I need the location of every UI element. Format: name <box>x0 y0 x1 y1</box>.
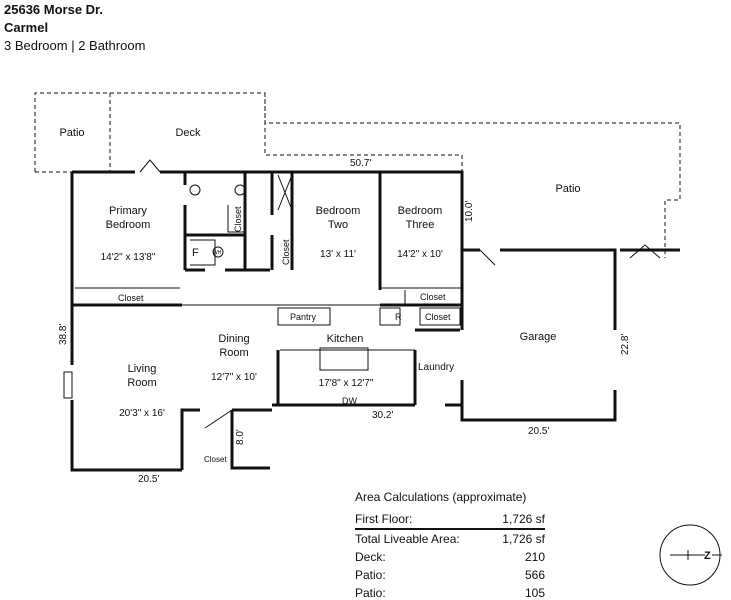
primary-bedroom-dims: 14'2" x 13'8" <box>101 252 156 263</box>
bedroom-two-dims: 13' x 11' <box>320 249 356 260</box>
area-row-label: Patio: <box>355 586 386 600</box>
dining-room-dims: 12'7" x 10' <box>211 372 257 383</box>
deck-label: Deck <box>175 127 201 139</box>
living-room-label: Room <box>127 377 156 389</box>
bedroom-three-dims: 14'2" x 10' <box>397 249 443 260</box>
area-row-label: First Floor: <box>355 512 413 526</box>
area-title: Area Calculations (approximate) <box>355 490 527 504</box>
area-row-value: 566 <box>524 568 545 582</box>
address: 25636 Morse Dr. <box>4 2 104 17</box>
living-room-label: Living <box>128 363 157 375</box>
bedroom-two-label: Bedroom <box>316 205 361 217</box>
patio-label: Patio <box>59 127 84 139</box>
garage-label: Garage <box>520 331 557 343</box>
primary-bedroom-label: Bedroom <box>106 219 151 231</box>
svg-text:Z: Z <box>704 550 711 562</box>
area-row-label: Patio: <box>355 568 386 582</box>
dishwasher-label: DW <box>342 396 357 406</box>
dining-room-label: Room <box>219 347 248 359</box>
area-row-value: 105 <box>524 586 545 600</box>
furnace-label: F <box>192 247 199 259</box>
patio-label: Patio <box>555 183 580 195</box>
summary: 3 Bedroom | 2 Bathroom <box>4 38 146 53</box>
outdoor-areas <box>34 92 681 258</box>
area-row-value: 210 <box>524 550 545 564</box>
area-row-label: Total Liveable Area: <box>355 532 460 546</box>
area-row-value: 1,726 sf <box>502 532 545 546</box>
area-row: First Floor: 1,726 sf <box>355 510 545 530</box>
refrigerator-label: R <box>395 312 402 322</box>
dimension-label: 20.5' <box>138 474 159 485</box>
closet-label: Closet <box>420 292 446 302</box>
bedroom-three-label: Three <box>406 219 435 231</box>
area-row: Deck: 210 <box>355 548 545 566</box>
dimension-label: 22.8' <box>620 334 631 355</box>
laundry-label: Laundry <box>418 362 454 373</box>
closet-label: Closet <box>281 239 291 265</box>
dimensions: 50.7' 10.0' 38.8' 22.8' 30.2' 20.5' 20.5… <box>58 158 631 485</box>
kitchen-dims: 17'8" x 12'7" <box>319 378 374 389</box>
dining-room-label: Dining <box>218 333 249 345</box>
dimension-label: 38.8' <box>58 324 69 345</box>
area-row: Patio: 566 <box>355 566 545 584</box>
closet-label: Closet <box>118 293 144 303</box>
city: Carmel <box>4 20 49 35</box>
primary-bedroom-label: Primary <box>109 205 147 217</box>
kitchen-label: Kitchen <box>327 333 364 345</box>
water-heater-label: WH <box>213 250 222 256</box>
bedroom-two-label: Two <box>328 219 348 231</box>
bedroom-three-label: Bedroom <box>398 205 443 217</box>
dimension-label: 20.5' <box>528 426 549 437</box>
area-row-label: Deck: <box>355 550 386 564</box>
living-room-dims: 20'3" x 16' <box>119 408 165 419</box>
closet-label: Closet <box>233 206 243 232</box>
dimension-label: 8.0' <box>235 429 246 445</box>
dimension-label: 10.0' <box>464 201 475 222</box>
area-calculations: Area Calculations (approximate) First Fl… <box>355 488 545 600</box>
thin-lines <box>63 159 661 429</box>
dimension-label: 30.2' <box>372 410 393 421</box>
compass-icon: N Z <box>659 524 722 586</box>
pantry-label: Pantry <box>290 312 317 322</box>
area-row: Total Liveable Area: 1,726 sf <box>355 530 545 548</box>
dimension-label: 50.7' <box>350 158 371 169</box>
area-row: Patio: 105 <box>355 584 545 600</box>
closet-label: Closet <box>204 455 227 464</box>
room-labels: Patio Deck Patio Primary Bedroom 14'2" x… <box>59 127 580 464</box>
closet-label: Closet <box>425 312 451 322</box>
area-row-value: 1,726 sf <box>502 512 545 526</box>
walls <box>70 170 680 472</box>
